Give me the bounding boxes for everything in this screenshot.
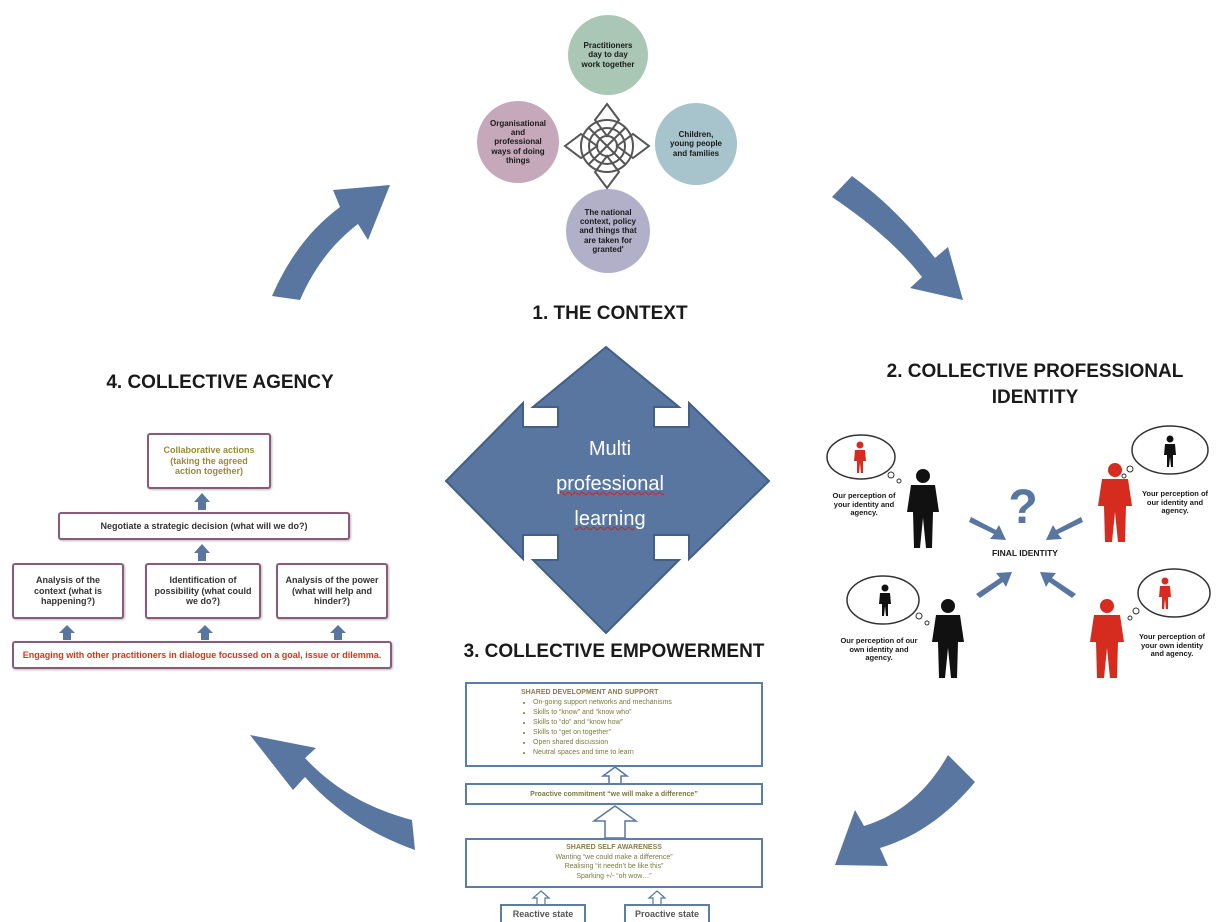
shared-awareness-line: Realising “it needn’t be like this” bbox=[564, 863, 664, 870]
center-label-line3: learning bbox=[574, 508, 646, 530]
person-large-red-icon bbox=[1090, 599, 1124, 678]
thought-cloud-icon bbox=[1127, 568, 1211, 621]
context-circle-top-label: Practitioners day to day work together bbox=[581, 41, 635, 69]
commitment-text: Proactive commitment “we will make a dif… bbox=[530, 790, 698, 798]
perception-top-left: Our perception of your identity and agen… bbox=[832, 491, 896, 518]
analysis-context-box: Analysis of the context (what is happeni… bbox=[12, 563, 124, 619]
perception-bottom-left: Our perception of our own identity and a… bbox=[840, 636, 918, 663]
list-item: On-going support networks and mechanisms bbox=[533, 698, 761, 708]
engaging-box: Engaging with other practitioners in dia… bbox=[12, 641, 392, 669]
context-circle-bottom-label: The national context, policy and things … bbox=[579, 208, 637, 254]
identity-heading-line2: IDENTITY bbox=[991, 387, 1079, 408]
list-item: Open shared discussion bbox=[533, 738, 761, 748]
negotiate-text: Negotiate a strategic decision (what wil… bbox=[100, 520, 308, 531]
collaborative-actions-box: Collaborative actions (taking the agreed… bbox=[147, 433, 271, 489]
center-label-line1: Multi bbox=[588, 438, 632, 460]
person-small-black-icon bbox=[879, 584, 891, 616]
person-small-red-icon bbox=[854, 441, 866, 473]
reactive-state-box: Reactive state bbox=[500, 904, 586, 922]
person-large-black-icon bbox=[932, 599, 964, 678]
identity-heading: 2. COLLECTIVE PROFESSIONAL IDENTITY bbox=[865, 359, 1205, 411]
shared-development-title: SHARED DEVELOPMENT AND SUPPORT bbox=[521, 689, 659, 696]
final-identity-label: FINAL IDENTITY bbox=[992, 548, 1058, 558]
context-circle-left: Organisational and professional ways of … bbox=[477, 101, 559, 183]
context-heading: 1. THE CONTEXT bbox=[532, 303, 688, 324]
reactive-state-text: Reactive state bbox=[512, 909, 574, 919]
agency-heading: 4. COLLECTIVE AGENCY bbox=[106, 372, 334, 393]
context-circle-right-label: Children, young people and families bbox=[670, 130, 722, 158]
identity-heading-line1: 2. COLLECTIVE PROFESSIONAL bbox=[886, 361, 1184, 382]
converging-arrows bbox=[969, 517, 1083, 598]
empowerment-up-arrow bbox=[591, 805, 639, 839]
agency-up-arrows bbox=[59, 493, 346, 640]
identification-text: Identification of possibility (what coul… bbox=[154, 574, 252, 607]
analysis-power-box: Analysis of the power (what will help an… bbox=[276, 563, 388, 619]
proactive-state-text: Proactive state bbox=[634, 909, 700, 919]
shared-development-box: SHARED DEVELOPMENT AND SUPPORT On-going … bbox=[465, 682, 763, 767]
person-small-black-icon bbox=[1164, 435, 1176, 467]
perception-bottom-right: Your perception of your own identity and… bbox=[1138, 632, 1206, 659]
central-four-way-arrow bbox=[444, 345, 771, 635]
shared-awareness-title: SHARED SELF AWARENESS bbox=[566, 844, 662, 851]
shared-development-list: On-going support networks and mechanisms… bbox=[521, 698, 761, 758]
perception-top-right: Your perception of our identity and agen… bbox=[1141, 489, 1209, 516]
question-mark: ? bbox=[1008, 481, 1038, 534]
list-item: Neutral spaces and time to learn bbox=[533, 748, 761, 758]
list-item: Skills to “get on together” bbox=[533, 728, 761, 738]
empowerment-heading: 3. COLLECTIVE EMPOWERMENT bbox=[463, 641, 765, 662]
analysis-context-text: Analysis of the context (what is happeni… bbox=[33, 574, 102, 607]
shared-awareness-line: Sparking +/- “oh wow…” bbox=[576, 872, 652, 880]
shared-awareness-line: Wanting “we could make a difference” bbox=[555, 853, 673, 861]
list-item: Skills to “know” and “know who” bbox=[533, 708, 761, 718]
celtic-knot-icon bbox=[563, 102, 651, 190]
commitment-box: Proactive commitment “we will make a dif… bbox=[465, 783, 763, 805]
person-large-red-icon bbox=[1098, 463, 1132, 542]
context-circle-left-label: Organisational and professional ways of … bbox=[489, 119, 546, 165]
proactive-state-box: Proactive state bbox=[624, 904, 710, 922]
context-circle-top: Practitioners day to day work together bbox=[568, 15, 648, 95]
context-circle-right: Children, young people and families bbox=[655, 103, 737, 185]
person-large-black-icon bbox=[907, 469, 939, 548]
center-label: Multi professional learning bbox=[530, 432, 690, 537]
engaging-text: Engaging with other practitioners in dia… bbox=[22, 649, 382, 660]
collaborative-actions-text: Collaborative actions (taking the agreed… bbox=[163, 444, 255, 477]
identification-box: Identification of possibility (what coul… bbox=[145, 563, 261, 619]
person-small-red-icon bbox=[1159, 577, 1171, 609]
context-circle-bottom: The national context, policy and things … bbox=[566, 189, 650, 273]
list-item: Skills to “do” and “know how” bbox=[533, 718, 761, 728]
shared-awareness-box: SHARED SELF AWARENESS Wanting “we could … bbox=[465, 838, 763, 888]
analysis-power-text: Analysis of the power (what will help an… bbox=[285, 574, 379, 607]
center-label-line2: professional bbox=[556, 473, 664, 495]
negotiate-box: Negotiate a strategic decision (what wil… bbox=[58, 512, 350, 540]
